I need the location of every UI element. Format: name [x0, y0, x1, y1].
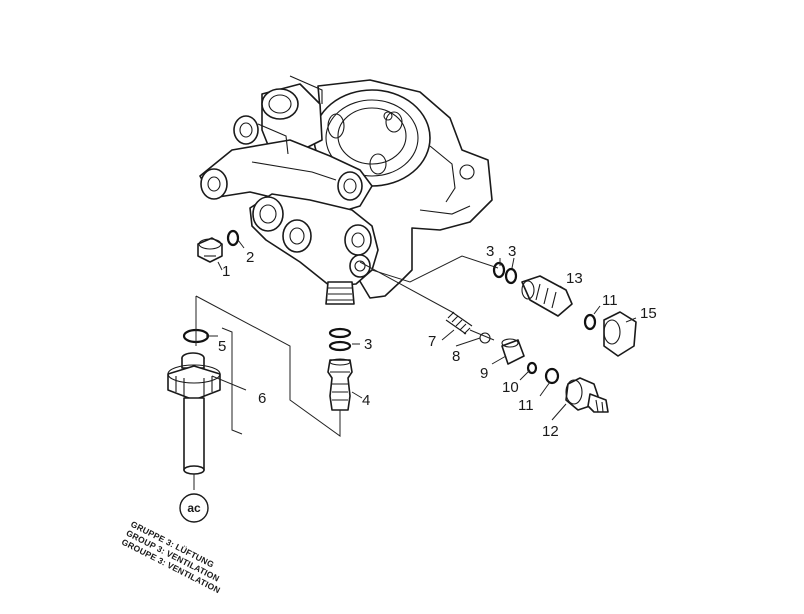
- callout-1: 1: [222, 263, 230, 280]
- callout-12: 12: [542, 423, 559, 440]
- connector-nipple-part-12: [565, 377, 609, 413]
- valve-insert-part-9: [501, 338, 525, 365]
- callout-10: 10: [502, 379, 519, 396]
- callout-3c: 3: [364, 336, 372, 353]
- callout-3b: 3: [508, 243, 516, 260]
- callout-13: 13: [566, 270, 583, 287]
- o-ring-part-2: [226, 229, 240, 247]
- callout-9: 9: [480, 365, 488, 382]
- pump-head-body: [199, 75, 493, 305]
- o-rings-part-3-vertical: [328, 327, 352, 352]
- leader-lines: [193, 239, 637, 490]
- group-badge: ac: [179, 493, 209, 523]
- callout-11b: 11: [518, 397, 534, 414]
- o-ring-part-10: [526, 361, 538, 375]
- group-caption: GRUPPE 3: LÜFTUNG GROUP 3: VENTILATION G…: [120, 519, 222, 595]
- o-rings-part-3-horizontal: [492, 261, 518, 285]
- group-badge-label: ac: [187, 501, 201, 515]
- callout-8: 8: [452, 348, 460, 365]
- valve-part-13: [521, 275, 573, 317]
- callout-4: 4: [362, 392, 370, 409]
- spring-part-7: [445, 311, 473, 335]
- callout-15: 15: [640, 305, 657, 322]
- callout-5: 5: [218, 338, 226, 355]
- callout-labels: 1 2 3 3 3 4 5 6 7 8 9 10 11 11 12 13 15: [218, 243, 657, 440]
- callout-2: 2: [246, 249, 254, 266]
- callout-7: 7: [428, 333, 436, 350]
- vent-valve-part-6: [167, 352, 221, 475]
- callout-11a: 11: [602, 292, 618, 309]
- plug-part-1: [197, 237, 223, 263]
- plug-part-15: [603, 311, 637, 357]
- callout-6: 6: [258, 390, 266, 407]
- o-ring-part-11-upper: [583, 313, 597, 331]
- callout-3a: 3: [486, 243, 494, 260]
- o-ring-part-11-lower: [544, 367, 560, 385]
- valve-part-4: [327, 358, 353, 411]
